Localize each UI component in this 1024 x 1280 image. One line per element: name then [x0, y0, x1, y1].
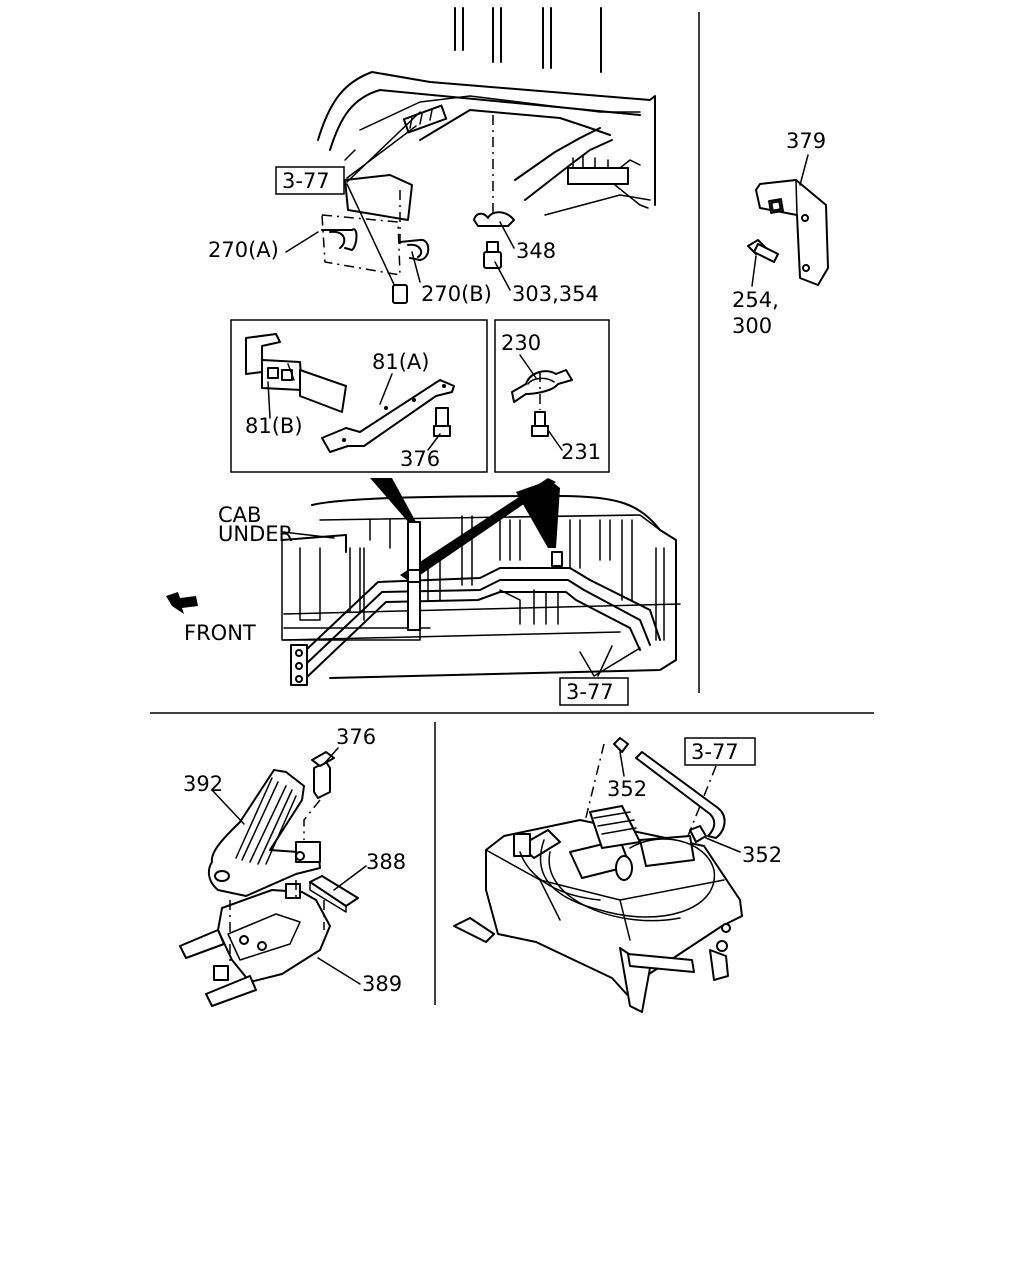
reference-box-3-77-top[interactable]: 3-77: [275, 166, 345, 195]
label-300: 300: [732, 314, 772, 338]
label-254: 254,: [732, 288, 779, 312]
cab-underside-illustration: [317, 7, 656, 304]
detail-box-81: [230, 319, 488, 473]
label-231: 231: [561, 440, 601, 464]
label-376-detail: 376: [400, 447, 440, 471]
label-379: 379: [786, 129, 826, 153]
label-392: 392: [183, 772, 223, 796]
detail-box-230: [494, 319, 610, 473]
label-81a: 81(A): [372, 350, 429, 374]
bracket-379-illustration: [747, 179, 829, 286]
label-352-right: 352: [742, 843, 782, 867]
label-front: FRONT: [184, 621, 256, 645]
label-303-354: 303,354: [512, 282, 599, 306]
label-348: 348: [516, 239, 556, 263]
label-cab: CAB: [218, 503, 261, 527]
assembly-illustration: [453, 737, 743, 1013]
reference-label: 3-77: [566, 680, 614, 704]
label-under: UNDER: [218, 522, 293, 546]
reference-box-3-77-middle[interactable]: 3-77: [559, 677, 629, 706]
reference-label: 3-77: [691, 740, 739, 764]
cab-under-overview: [281, 478, 681, 686]
label-270b: 270(B): [421, 282, 492, 306]
label-230: 230: [501, 331, 541, 355]
front-arrow-icon: [166, 592, 198, 614]
label-270a: 270(A): [208, 238, 279, 262]
reference-box-3-77-bottom[interactable]: 3-77: [684, 737, 756, 766]
reference-label: 3-77: [282, 169, 330, 193]
label-388: 388: [366, 850, 406, 874]
label-81b: 81(B): [245, 414, 303, 438]
accelerator-pedal-illustration: [179, 751, 359, 1007]
label-352-top: 352: [607, 777, 647, 801]
label-389: 389: [362, 972, 402, 996]
label-376-pedal: 376: [336, 725, 376, 749]
